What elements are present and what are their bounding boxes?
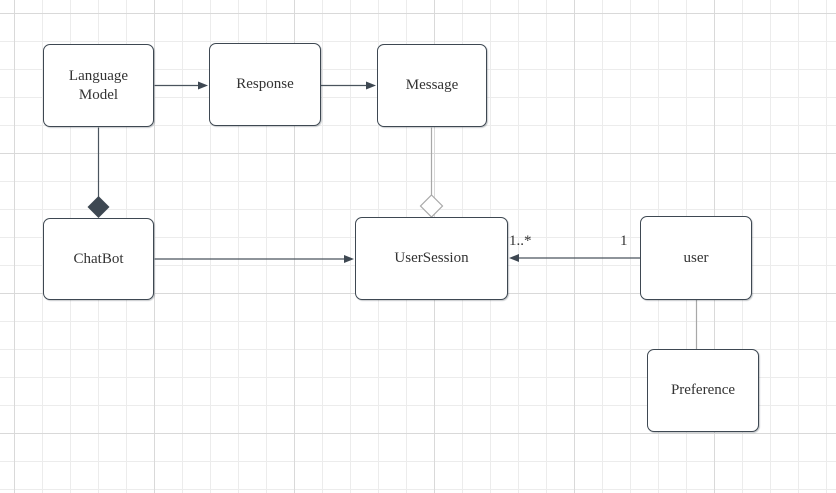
node-usersession[interactable]: UserSession [355, 217, 508, 300]
node-label: Response [236, 76, 294, 92]
node-chatbot[interactable]: ChatBot [43, 218, 154, 300]
node-label: Preference [670, 382, 736, 398]
aggregation-diamond-icon [419, 194, 444, 218]
node-label: user [683, 249, 709, 266]
node-message[interactable]: Message [377, 44, 487, 127]
node-response[interactable]: Response [209, 43, 321, 126]
multiplicity-label-target: 1..* [509, 233, 532, 249]
node-preference[interactable]: Preference [647, 349, 759, 432]
node-language-model[interactable]: Language Model [43, 44, 154, 127]
node-label: Message [405, 77, 459, 93]
arrowhead-icon [344, 255, 354, 263]
arrowhead-icon [509, 254, 519, 262]
node-label: Language Model [68, 67, 129, 103]
multiplicity-label-source: 1 [620, 233, 628, 249]
composition-diamond-icon [87, 196, 110, 218]
node-label: ChatBot [73, 250, 124, 267]
node-user[interactable]: user [640, 216, 752, 300]
arrowhead-icon [198, 81, 208, 90]
arrowhead-icon [366, 81, 376, 90]
node-label: UserSession [394, 250, 469, 266]
